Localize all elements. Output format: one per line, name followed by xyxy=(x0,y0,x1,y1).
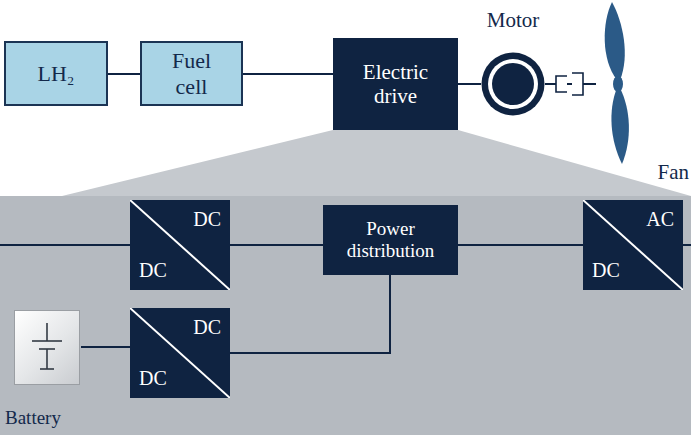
distribution-box: Power distribution xyxy=(323,205,458,275)
port-label: AC xyxy=(646,208,674,231)
converter-diagonal xyxy=(130,200,230,290)
propeller-blade xyxy=(611,88,629,164)
coupling-half xyxy=(556,76,567,92)
motor-circle: Motor xyxy=(481,6,545,116)
motor-gap xyxy=(488,59,538,109)
box-label: Power distribution xyxy=(333,218,448,262)
part-label: Fan xyxy=(658,160,690,184)
fuel-cell-box: Fuel cell xyxy=(140,41,243,106)
part-label: Battery xyxy=(5,407,61,429)
port-label: DC xyxy=(139,367,167,390)
part-label: Motor xyxy=(487,8,540,32)
converter-diagonal xyxy=(583,200,683,290)
connector-line xyxy=(230,244,323,246)
connector-line xyxy=(81,346,130,348)
connector-line xyxy=(230,275,390,353)
connector-line xyxy=(458,244,583,246)
connector-line xyxy=(243,73,333,75)
port-label: DC xyxy=(592,259,620,282)
box-label: Fuel cell xyxy=(162,48,221,99)
port-label: DC xyxy=(193,208,221,231)
propeller-hub xyxy=(613,76,623,92)
drive-box: Electric drive xyxy=(333,38,458,130)
converter-box: AC DC xyxy=(583,200,683,290)
fan-propeller: Fan xyxy=(596,0,689,188)
converter-diagonal xyxy=(130,308,230,398)
port-label: DC xyxy=(193,316,221,339)
box-label: Electric drive xyxy=(343,60,448,108)
battery-symbol xyxy=(15,311,79,384)
box-label: LH₂ xyxy=(38,61,75,86)
connector-line xyxy=(458,83,481,85)
battery-node: Battery xyxy=(5,310,81,430)
zoom-wedge xyxy=(62,130,691,196)
propeller-blade xyxy=(605,2,625,80)
connector-line xyxy=(545,83,596,85)
tank-box: LH₂ xyxy=(4,41,108,106)
motor-symbol xyxy=(481,52,545,116)
motor-core xyxy=(492,63,534,105)
detail-panel xyxy=(0,196,691,435)
motor-ring xyxy=(482,53,545,116)
converter-box: DC DC xyxy=(130,200,230,290)
port-label: DC xyxy=(139,259,167,282)
connector-line xyxy=(108,73,140,75)
battery-cell-box xyxy=(14,310,80,385)
shaft-coupling xyxy=(556,73,583,95)
converter-box: DC DC xyxy=(130,308,230,398)
output-wire xyxy=(683,244,691,246)
propeller-symbol xyxy=(596,0,689,170)
coupling-half xyxy=(572,73,583,95)
input-wire xyxy=(0,244,130,246)
